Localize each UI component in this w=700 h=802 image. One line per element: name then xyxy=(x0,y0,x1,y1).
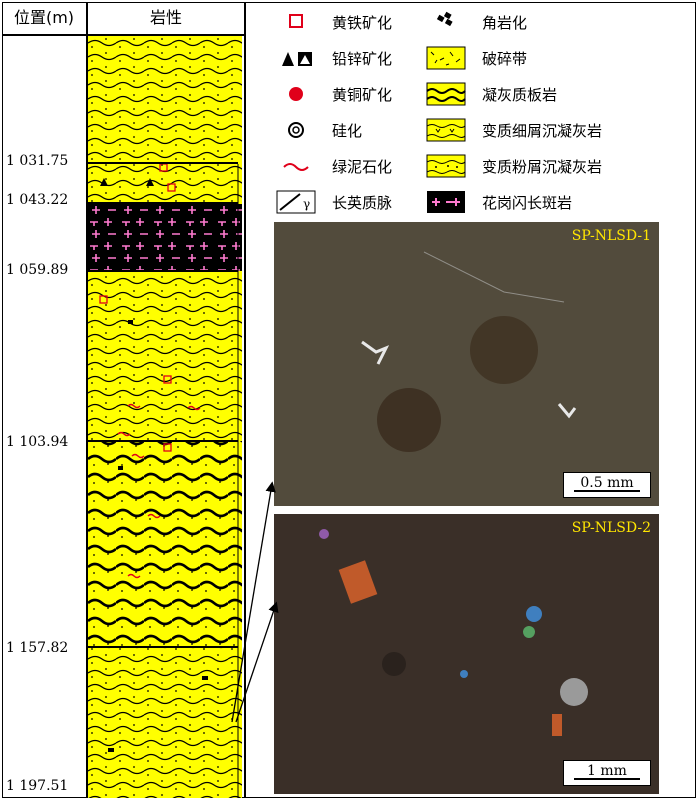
depth-label: 1 157.82 xyxy=(6,640,69,656)
scale-bar-label: 1 mm xyxy=(587,763,627,779)
header-rule xyxy=(2,34,245,36)
legend-label: 黄铜矿化 xyxy=(332,86,393,104)
hornfels-icon xyxy=(436,11,453,27)
lithology-column xyxy=(88,36,242,798)
legend-label: 长英质脉 xyxy=(332,194,393,212)
legend-label: 铅锌矿化 xyxy=(332,50,393,68)
depth-label: 1 103.94 xyxy=(6,434,69,450)
scale-bar: 1 mm xyxy=(563,760,651,786)
column-divider-left xyxy=(86,2,88,798)
column-divider-right xyxy=(244,2,246,798)
lead-zinc-triangle-icon xyxy=(282,52,312,66)
felsic-vein-icon: γ xyxy=(276,190,316,214)
legend-label: 角岩化 xyxy=(482,14,528,32)
legend-label: 凝灰质板岩 xyxy=(482,86,558,104)
legend-label: 绿泥石化 xyxy=(332,158,393,176)
photo-label: SP-NLSD-1 xyxy=(571,228,651,244)
depth-label: 1 197.51 xyxy=(6,778,69,794)
silt-tuff-icon xyxy=(426,154,466,178)
depth-boundary xyxy=(88,646,238,648)
scale-bar: 0.5 mm xyxy=(563,472,651,498)
depth-label: 1 031.75 xyxy=(6,153,69,169)
depth-label: 1 059.89 xyxy=(6,262,69,278)
pyrite-square-icon xyxy=(289,14,303,28)
legend-label: 黄铁矿化 xyxy=(332,14,393,32)
sample-arrows xyxy=(231,481,279,723)
depth-boundary xyxy=(88,270,238,272)
svg-text:γ: γ xyxy=(303,197,310,211)
photomicrograph-2: SP-NLSD-2 1 mm xyxy=(274,514,659,794)
tuffaceous-slate-icon xyxy=(426,82,466,106)
silicification-icon xyxy=(288,122,304,138)
depth-column-header: 位置(m) xyxy=(13,8,75,27)
photomicrograph-1: SP-NLSD-1 0.5 mm xyxy=(274,222,659,506)
depth-boundary xyxy=(88,162,238,164)
breccia-icon xyxy=(426,46,466,70)
depth-boundary xyxy=(88,440,238,442)
chalcopyrite-dot-icon xyxy=(289,87,303,101)
legend-label: 破碎带 xyxy=(482,50,528,68)
lithology-column-header: 岩性 xyxy=(149,8,182,27)
legend-label: 花岗闪长斑岩 xyxy=(482,194,573,212)
chloritization-icon xyxy=(283,163,309,171)
depth-label: 1 043.22 xyxy=(6,192,69,208)
depth-boundary xyxy=(88,202,238,204)
legend-label: 变质粉屑沉凝灰岩 xyxy=(482,158,603,176)
photo-label: SP-NLSD-2 xyxy=(571,520,651,536)
legend-label: 变质细屑沉凝灰岩 xyxy=(482,122,603,140)
scale-bar-label: 0.5 mm xyxy=(580,475,634,491)
legend-label: 硅化 xyxy=(332,122,363,140)
granodiorite-porphyry-icon xyxy=(427,191,465,213)
fine-tuff-icon xyxy=(426,118,466,142)
